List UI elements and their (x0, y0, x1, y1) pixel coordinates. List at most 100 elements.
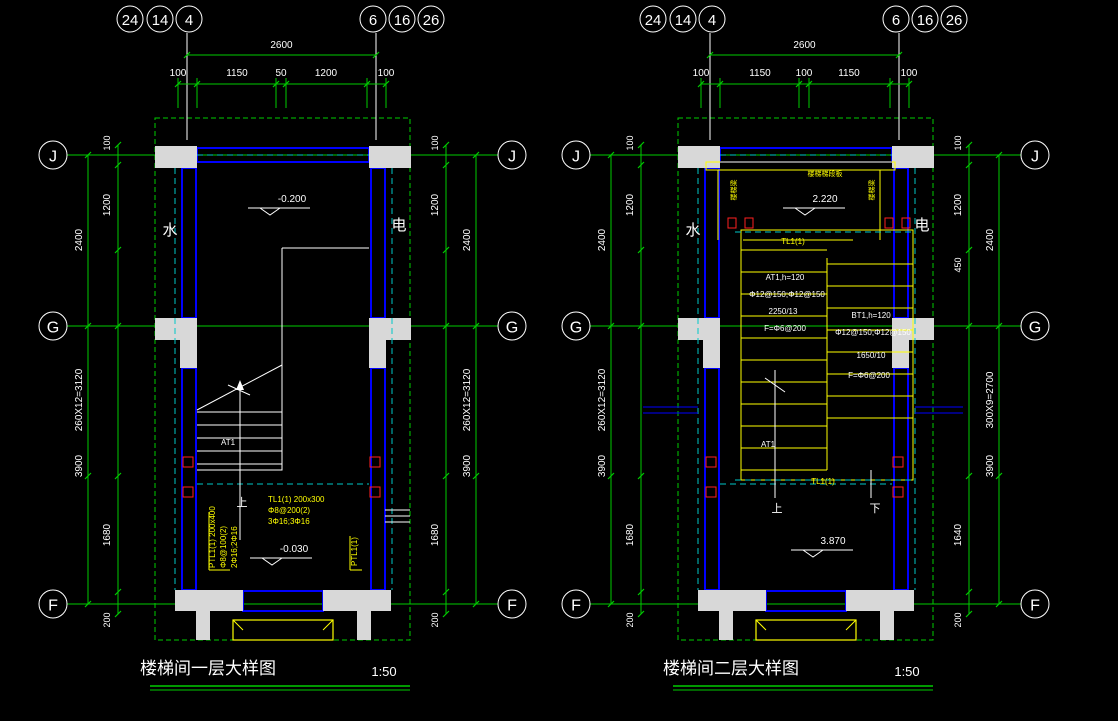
dimension-text: 200 (953, 612, 963, 627)
annotation-text: Φ8@100(2) (219, 526, 228, 568)
dimension-tick (965, 246, 973, 254)
rebar-mark (892, 456, 904, 468)
elevation-text: -0.200 (278, 194, 307, 205)
axis-label: 16 (917, 12, 934, 29)
dimension-text: 1150 (226, 68, 248, 79)
dimension-tick (442, 588, 450, 596)
dimension-text: 260X12=3120 (462, 368, 473, 431)
annotation-text: 2250/13 (769, 307, 798, 316)
annotation-text: 楼梯梁 (729, 180, 738, 201)
grid-axis-24 (116, 5, 144, 33)
dimension-text: 1200 (102, 193, 113, 216)
drawing-scale: 1:50 (371, 664, 396, 679)
dimension-text: 200 (625, 612, 635, 627)
dimension-tick (442, 246, 450, 254)
rebar-mark (744, 217, 754, 229)
elevation-mark (250, 557, 312, 566)
axis-label: J (49, 147, 57, 165)
dimension-text: 100 (953, 135, 963, 150)
dimension-text: 1150 (838, 68, 860, 79)
grid-axis-F (1020, 589, 1050, 619)
axis-label: 4 (185, 12, 193, 29)
dimension-text: 1200 (315, 68, 338, 79)
annotation-text: Φ12@150;Φ12@150 (749, 290, 825, 299)
annotation-text: Φ12@150;Φ12@150 (835, 328, 911, 337)
axis-label: F (1030, 596, 1040, 614)
grid-axis-26 (940, 5, 968, 33)
axis-label: 6 (369, 12, 377, 29)
dimension-tick (995, 151, 1003, 159)
elevation-mark (783, 207, 845, 216)
dimension-text: 1150 (749, 68, 771, 79)
axis-label: G (570, 318, 583, 336)
annotation-text: TL1(1) (811, 477, 835, 486)
dimension-tick (965, 161, 973, 169)
dimension-text: 2400 (597, 228, 608, 251)
dimension-tick (637, 610, 645, 618)
dimension-tick (114, 610, 122, 618)
drain-outline (232, 619, 334, 641)
column (369, 318, 411, 368)
dimension-text: 50 (275, 68, 287, 79)
dimension-text: 450 (953, 257, 963, 272)
grid-axis-14 (146, 5, 174, 33)
annotation-text: BT1,h=120 (851, 311, 891, 320)
dimension-tick (84, 151, 92, 159)
dimension-tick (637, 588, 645, 596)
dimension-text: 2400 (74, 228, 85, 251)
axis-label: G (47, 318, 60, 336)
annotation-text: 3Φ16;3Φ16 (268, 517, 310, 526)
dimension-tick (607, 472, 615, 480)
axis-label: J (508, 147, 516, 165)
dimension-tick (607, 151, 615, 159)
dimension-tick (607, 600, 615, 608)
axis-label: 16 (394, 12, 411, 29)
dimension-text: 3900 (597, 454, 608, 477)
rebar-mark (182, 486, 194, 498)
dimension-tick (895, 51, 903, 59)
column (369, 146, 411, 168)
annotation-text: PTL1(1) (350, 537, 359, 566)
axis-label: 26 (946, 12, 963, 29)
dimension-tick (84, 472, 92, 480)
direction-label: 上 (237, 496, 248, 509)
dimension-tick (442, 322, 450, 330)
axis-label: G (1029, 318, 1042, 336)
axis-label: F (48, 596, 58, 614)
drain-line (845, 619, 857, 631)
annotation-text: F=Φ6@200 (848, 371, 890, 380)
column (323, 590, 391, 640)
walk-arrow (236, 380, 244, 390)
dimension-tick (442, 472, 450, 480)
dimension-tick (84, 600, 92, 608)
dimension-text: 1200 (625, 193, 636, 216)
dimension-text: 100 (102, 135, 112, 150)
rebar-mark (892, 486, 904, 498)
axis-label: 6 (892, 12, 900, 29)
rebar-mark (884, 217, 894, 229)
dimension-text: 300X9=2700 (985, 371, 996, 428)
dimension-text: 2600 (270, 40, 293, 51)
annotation-text: TL1(1) (781, 237, 805, 246)
drawing-scale: 1:50 (894, 664, 919, 679)
elevation-text: 3.870 (820, 536, 845, 547)
axis-label: F (571, 596, 581, 614)
column (678, 318, 720, 368)
grid-axis-14 (669, 5, 697, 33)
grid-axis-24 (639, 5, 667, 33)
dimension-tick (637, 322, 645, 330)
grid-axis-6 (359, 5, 387, 33)
axis-label: F (507, 596, 517, 614)
annotation-text: 1650/10 (857, 351, 886, 360)
break-line (764, 377, 786, 393)
dimension-text: 1680 (102, 523, 113, 546)
elevation-text: -0.030 (280, 544, 309, 555)
drawing-title: 楼梯间二层大样图 (663, 659, 799, 679)
axis-label: J (1031, 147, 1039, 165)
column (846, 590, 914, 640)
elevation-mark (791, 549, 853, 558)
dimension-text: 100 (430, 135, 440, 150)
